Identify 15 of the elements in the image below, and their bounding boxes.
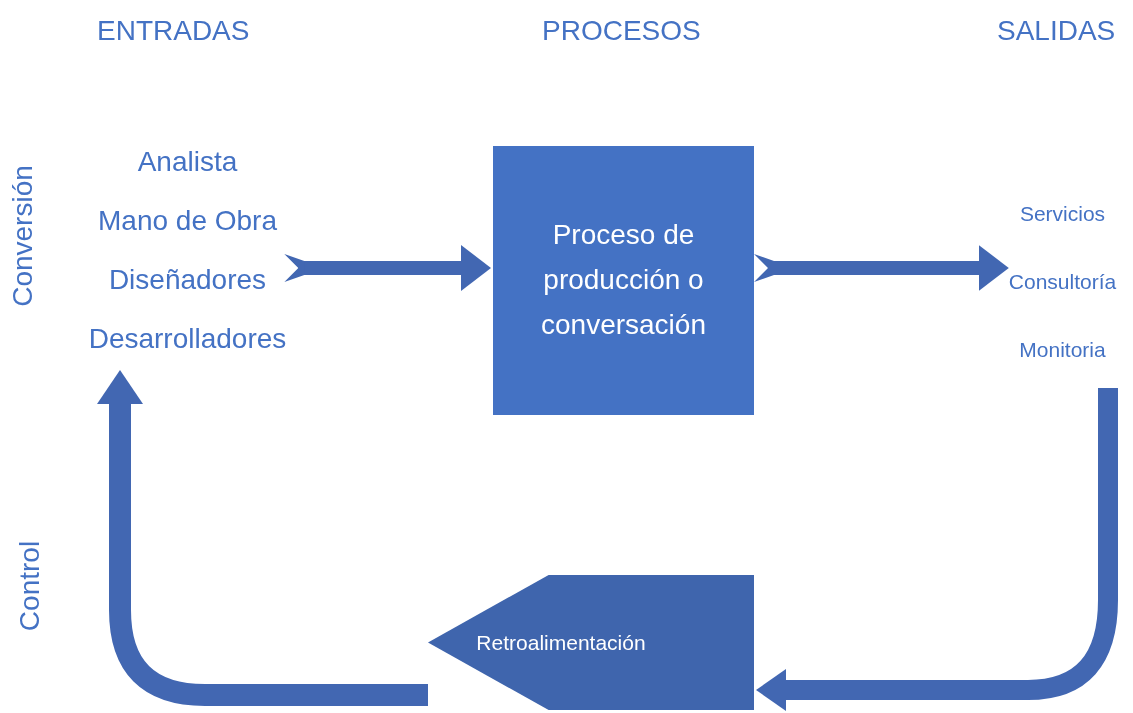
list-item: Monitoria xyxy=(1019,337,1106,363)
column-heading: ENTRADAS xyxy=(97,15,250,47)
list-item: Mano de Obra xyxy=(98,204,277,238)
side-label: Conversión xyxy=(6,165,39,307)
list-item: Diseñadores xyxy=(108,263,267,297)
list-item: Servicios xyxy=(1019,201,1106,227)
column-heading: SALIDAS xyxy=(997,15,1116,47)
side-label: Control xyxy=(14,540,47,632)
list-item: Desarrolladores xyxy=(88,322,287,356)
node-label: Proceso de producción o conversación xyxy=(540,218,707,342)
list-item: Consultoría xyxy=(1008,269,1117,295)
column-heading: PROCESOS xyxy=(542,15,701,47)
process-box xyxy=(493,146,754,415)
list-item: Analista xyxy=(137,145,238,179)
node-label: Retroalimentación xyxy=(476,629,646,656)
